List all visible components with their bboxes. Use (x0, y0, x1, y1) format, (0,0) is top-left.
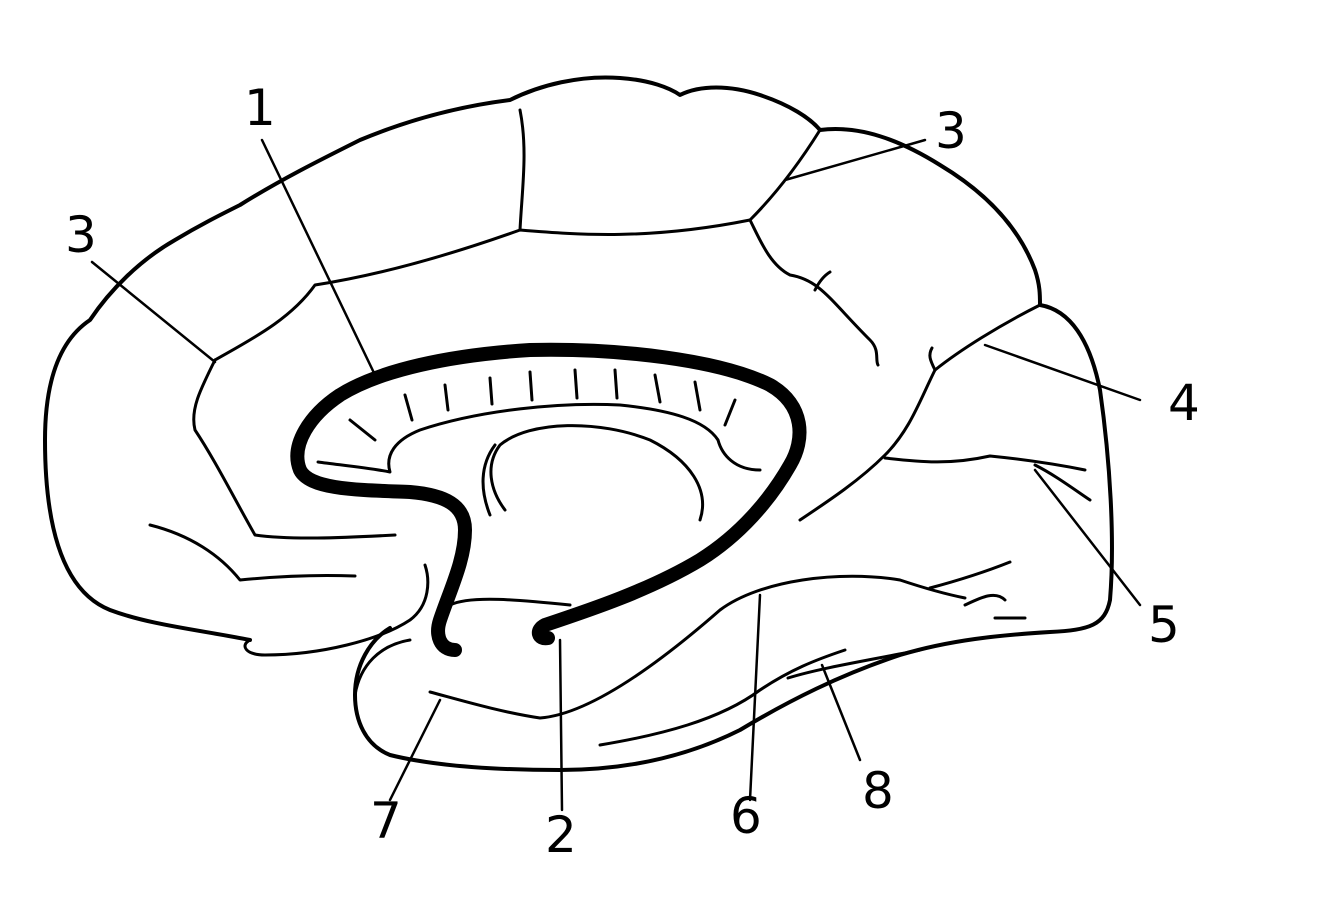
calcarine-branch (1033, 463, 1092, 502)
leader-2 (558, 638, 564, 812)
callosal-striations (348, 368, 737, 442)
occipitotemporal-sulcus (928, 560, 1012, 590)
leader-1 (260, 138, 377, 377)
uncus-contour (353, 638, 412, 697)
orbital-contour (243, 563, 430, 657)
label-7: 7 (370, 792, 402, 850)
leader-4 (983, 343, 1142, 402)
fornix-outer (489, 424, 705, 522)
label-3-left: 3 (65, 206, 97, 264)
leader-3-left (90, 260, 217, 364)
parahippocampal-contour (428, 574, 967, 720)
paracentral-sulcus (518, 108, 526, 232)
parieto-occipital-sulcus (798, 303, 1042, 522)
leader-3-right (783, 138, 927, 182)
marginal-branch (748, 128, 822, 222)
hippocampal-sulcus (448, 597, 572, 607)
leader-lines (90, 138, 1142, 812)
septum-contour (316, 402, 762, 474)
leader-7 (388, 698, 442, 802)
label-1: 1 (244, 79, 276, 137)
label-4: 4 (1168, 374, 1200, 432)
parieto-occipital-branch (928, 346, 937, 372)
fornix-inner (481, 443, 497, 517)
collateral-sulcus-2 (786, 648, 922, 680)
leader-5 (1033, 468, 1142, 607)
hemisphere-outline (43, 75, 1114, 772)
label-2: 2 (545, 806, 577, 864)
precuneus-branch (813, 270, 832, 292)
superior-frontal-sulcus (213, 218, 752, 362)
cingulate-sulcus (192, 358, 397, 540)
corpus-callosum (290, 342, 807, 657)
leader-8 (820, 663, 862, 762)
label-3-right: 3 (935, 102, 967, 160)
label-6: 6 (730, 787, 762, 845)
leader-6 (748, 593, 762, 802)
lingual-sulcus-2 (963, 593, 1007, 607)
label-8: 8 (862, 762, 894, 820)
label-5: 5 (1148, 596, 1180, 654)
frontal-sulcus-lower (148, 523, 357, 582)
collateral-sulcus (598, 648, 847, 747)
calcarine-sulcus (883, 454, 1087, 472)
precuneus-sulcus (748, 218, 880, 367)
